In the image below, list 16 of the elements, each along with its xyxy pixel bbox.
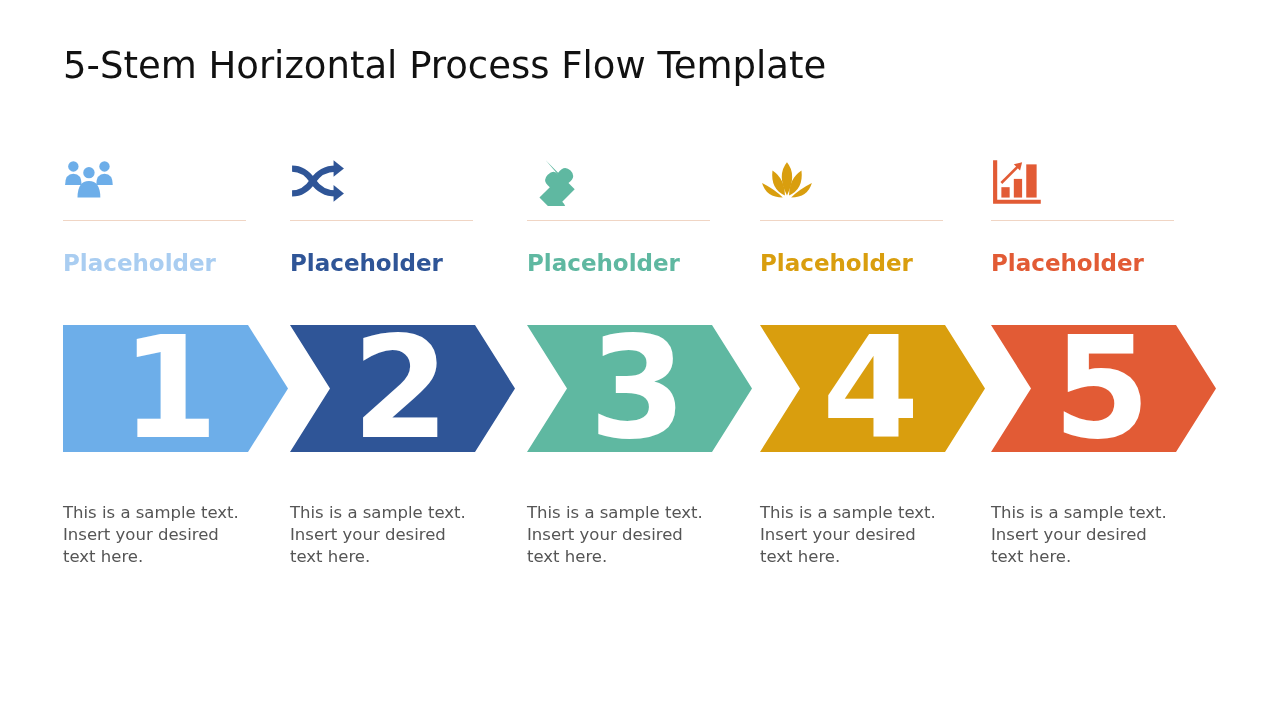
- step-description: This is a sample text. Insert your desired text here.: [991, 502, 1168, 568]
- step-heading: Placeholder: [991, 250, 1144, 276]
- step-description: This is a sample text. Insert your desired text here.: [760, 502, 937, 568]
- step-description: This is a sample text. Insert your desired text here.: [290, 502, 467, 568]
- step-heading: Placeholder: [290, 250, 443, 276]
- step-number: 2: [352, 325, 450, 452]
- step-number: 5: [1053, 325, 1151, 452]
- step-description: This is a sample text. Insert your desired text here.: [63, 502, 240, 568]
- step-heading: Placeholder: [760, 250, 913, 276]
- step-heading: Placeholder: [63, 250, 216, 276]
- step-number: 1: [121, 325, 219, 452]
- step-description: This is a sample text. Insert your desired text here.: [527, 502, 704, 568]
- slide-title: 5-Stem Horizontal Process Flow Template: [63, 44, 827, 87]
- step-number: 4: [822, 325, 920, 452]
- step-heading: Placeholder: [527, 250, 680, 276]
- step-number: 3: [589, 325, 687, 452]
